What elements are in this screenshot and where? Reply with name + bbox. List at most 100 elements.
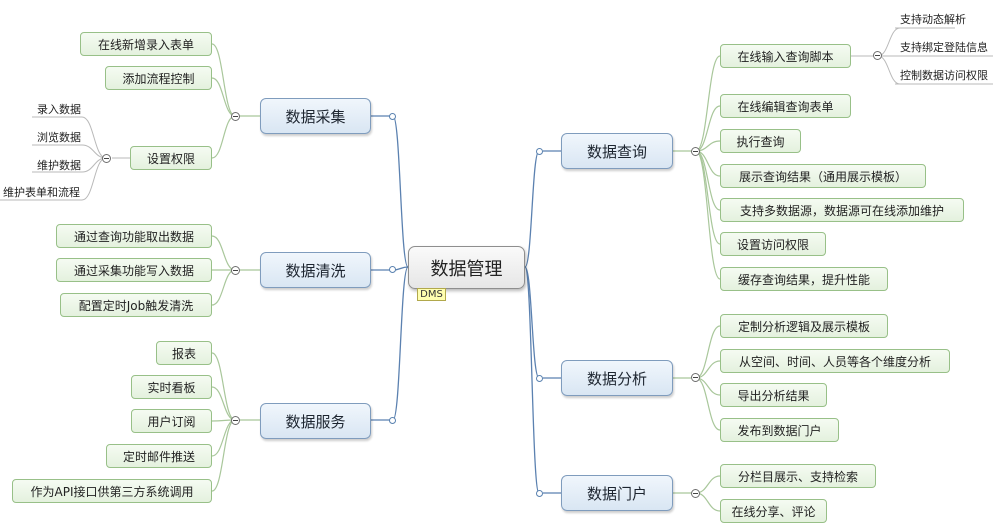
sub-item[interactable]: 维护表单和流程 xyxy=(3,186,80,199)
root-label: 数据管理 xyxy=(430,258,503,280)
branch-label: 数据查询 xyxy=(586,142,647,161)
sub-item[interactable]: 维护数据 xyxy=(37,159,81,172)
connector-line xyxy=(524,266,540,379)
leaf-node[interactable]: 定制分析逻辑及展示模板 xyxy=(720,314,888,338)
leaf-node[interactable]: 设置访问权限 xyxy=(720,232,826,256)
connector-line xyxy=(877,27,901,57)
connector-line xyxy=(392,115,409,268)
leaf-label: 通过采集功能写入数据 xyxy=(73,263,194,278)
connector-line xyxy=(211,386,236,421)
leaf-node[interactable]: 报表 xyxy=(156,341,212,365)
leaf-node[interactable]: 通过采集功能写入数据 xyxy=(56,258,212,282)
connector-line xyxy=(695,492,721,512)
leaf-label: 报表 xyxy=(171,346,196,361)
leaf-label: 在线新增录入表单 xyxy=(97,37,194,52)
leaf-node[interactable]: 用户订阅 xyxy=(131,409,212,433)
connector-dot xyxy=(389,113,396,120)
leaf-node[interactable]: 导出分析结果 xyxy=(720,383,827,407)
leaf-node[interactable]: 通过查询功能取出数据 xyxy=(56,224,212,248)
leaf-label: 配置定时Job触发清洗 xyxy=(78,298,194,313)
sub-item[interactable]: 控制数据访问权限 xyxy=(900,69,988,82)
leaf-node[interactable]: 定时邮件推送 xyxy=(106,444,212,468)
leaf-node[interactable]: 分栏目展示、支持检索 xyxy=(720,464,876,488)
branch-label: 数据门户 xyxy=(586,484,647,503)
connector-dot xyxy=(389,266,396,273)
leaf-node[interactable]: 配置定时Job触发清洗 xyxy=(60,293,212,317)
connector-line xyxy=(695,475,721,494)
branch-label: 数据清洗 xyxy=(285,261,346,280)
leaf-label: 定制分析逻辑及展示模板 xyxy=(737,319,870,334)
leaf-node[interactable]: 从空间、时间、人员等各个维度分析 xyxy=(720,349,950,373)
leaf-label: 实时看板 xyxy=(147,380,196,395)
collapse-icon[interactable] xyxy=(231,266,240,275)
leaf-node[interactable]: 设置权限 xyxy=(130,146,212,170)
connector-line xyxy=(524,150,540,268)
branch-service[interactable]: 数据服务 xyxy=(260,403,371,439)
leaf-label: 通过查询功能取出数据 xyxy=(73,229,194,244)
sub-item[interactable]: 支持动态解析 xyxy=(900,13,966,26)
branch-query[interactable]: 数据查询 xyxy=(561,133,673,169)
sub-item[interactable]: 支持绑定登陆信息 xyxy=(900,41,988,54)
connector-line xyxy=(211,115,236,159)
branch-collect[interactable]: 数据采集 xyxy=(260,98,371,134)
root-tag: DMS xyxy=(417,288,446,301)
collapse-icon[interactable] xyxy=(231,112,240,121)
collapse-icon[interactable] xyxy=(691,147,700,156)
leaf-label: 分栏目展示、支持检索 xyxy=(737,469,858,484)
connector-line xyxy=(524,266,540,494)
leaf-label: 执行查询 xyxy=(736,134,785,149)
leaf-label: 用户订阅 xyxy=(147,414,196,429)
leaf-label: 在线编辑查询表单 xyxy=(737,99,834,114)
sub-item[interactable]: 录入数据 xyxy=(37,103,81,116)
connector-line xyxy=(877,55,901,85)
leaf-label: 缓存查询结果，提升性能 xyxy=(737,272,870,287)
leaf-node[interactable]: 展示查询结果（通用展示模板） xyxy=(720,164,926,188)
leaf-node[interactable]: 执行查询 xyxy=(720,129,801,153)
leaf-label: 在线输入查询脚本 xyxy=(737,49,834,64)
leaf-label: 在线分享、评论 xyxy=(731,504,816,519)
leaf-node[interactable]: 实时看板 xyxy=(131,375,212,399)
leaf-node[interactable]: 在线新增录入表单 xyxy=(80,32,212,56)
connector-dot xyxy=(389,417,396,424)
branch-label: 数据分析 xyxy=(586,369,647,388)
connector-line xyxy=(211,352,236,421)
connector-line xyxy=(211,269,236,306)
connector-line xyxy=(211,235,236,271)
leaf-node[interactable]: 作为API接口供第三方系统调用 xyxy=(12,479,212,503)
collapse-icon[interactable] xyxy=(231,416,240,425)
branch-clean[interactable]: 数据清洗 xyxy=(260,252,371,288)
leaf-label: 添加流程控制 xyxy=(122,71,195,86)
leaf-label: 导出分析结果 xyxy=(737,388,810,403)
leaf-label: 设置访问权限 xyxy=(736,237,809,252)
collapse-icon[interactable] xyxy=(691,489,700,498)
connector-line xyxy=(695,150,721,245)
connector-dot xyxy=(536,490,543,497)
connector-line xyxy=(211,419,236,457)
root-node[interactable]: 数据管理 xyxy=(408,246,525,289)
connector-dot xyxy=(536,375,543,382)
leaf-node[interactable]: 在线编辑查询表单 xyxy=(720,94,851,118)
connector-dot xyxy=(536,148,543,155)
leaf-node[interactable]: 在线输入查询脚本 xyxy=(720,44,851,68)
connector-line xyxy=(695,150,721,280)
leaf-label: 支持多数据源，数据源可在线添加维护 xyxy=(739,203,944,218)
connector-line xyxy=(211,419,236,492)
connector-line xyxy=(392,266,409,421)
leaf-node[interactable]: 缓存查询结果，提升性能 xyxy=(720,267,888,291)
leaf-node[interactable]: 添加流程控制 xyxy=(105,66,212,90)
collapse-icon[interactable] xyxy=(873,51,882,60)
leaf-label: 定时邮件推送 xyxy=(122,449,195,464)
collapse-icon[interactable] xyxy=(691,373,700,382)
branch-label: 数据采集 xyxy=(285,107,346,126)
leaf-node[interactable]: 发布到数据门户 xyxy=(720,418,839,442)
sub-item[interactable]: 浏览数据 xyxy=(37,131,81,144)
branch-portal[interactable]: 数据门户 xyxy=(561,475,673,511)
leaf-node[interactable]: 在线分享、评论 xyxy=(720,499,827,523)
leaf-label: 发布到数据门户 xyxy=(737,423,822,438)
connector-line xyxy=(695,55,721,152)
leaf-node[interactable]: 支持多数据源，数据源可在线添加维护 xyxy=(720,198,964,222)
collapse-icon[interactable] xyxy=(102,154,111,163)
connector-line xyxy=(695,105,721,152)
branch-analysis[interactable]: 数据分析 xyxy=(561,360,673,396)
